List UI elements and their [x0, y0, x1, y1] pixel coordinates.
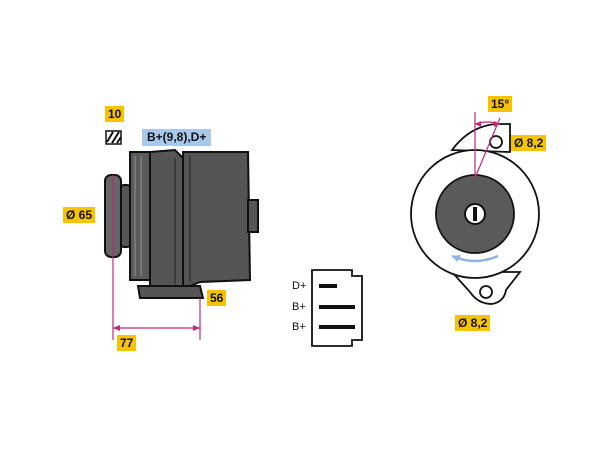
rotation-symbol-icon [105, 130, 122, 145]
poles-label: 10 [105, 106, 125, 122]
hole-top-label: Ø 8,2 [511, 135, 547, 151]
hole-bottom-label: Ø 8,2 [455, 315, 491, 331]
dimension-lines [112, 175, 201, 340]
rear-cap [247, 199, 259, 233]
pin-label-b-plus-1: B+ [292, 301, 306, 313]
alternator-front-view [410, 123, 540, 305]
mounting-foot [136, 285, 205, 299]
connector-plug [311, 269, 363, 347]
main-body-rear [182, 151, 252, 287]
pin-label-d-plus: D+ [292, 280, 307, 292]
terminals-label: B+(9,8),D+ [142, 129, 212, 146]
pulley-diameter-label: Ø 65 [63, 207, 96, 223]
bottom-mount-hole [479, 285, 493, 299]
pin-b-plus-1 [319, 305, 355, 309]
alternator-side-view [104, 148, 259, 299]
pulley-hub [120, 184, 131, 248]
angled-axis-line [474, 117, 501, 179]
pin-label-b-plus-2: B+ [292, 321, 306, 333]
length-label: 77 [117, 335, 137, 351]
pin-b-plus-2 [319, 325, 355, 329]
pin-d-plus [319, 284, 337, 288]
angle-dimension [474, 112, 501, 179]
main-body-front [149, 148, 184, 287]
angle-label: 15° [488, 96, 513, 112]
flange-label: 56 [207, 290, 227, 306]
